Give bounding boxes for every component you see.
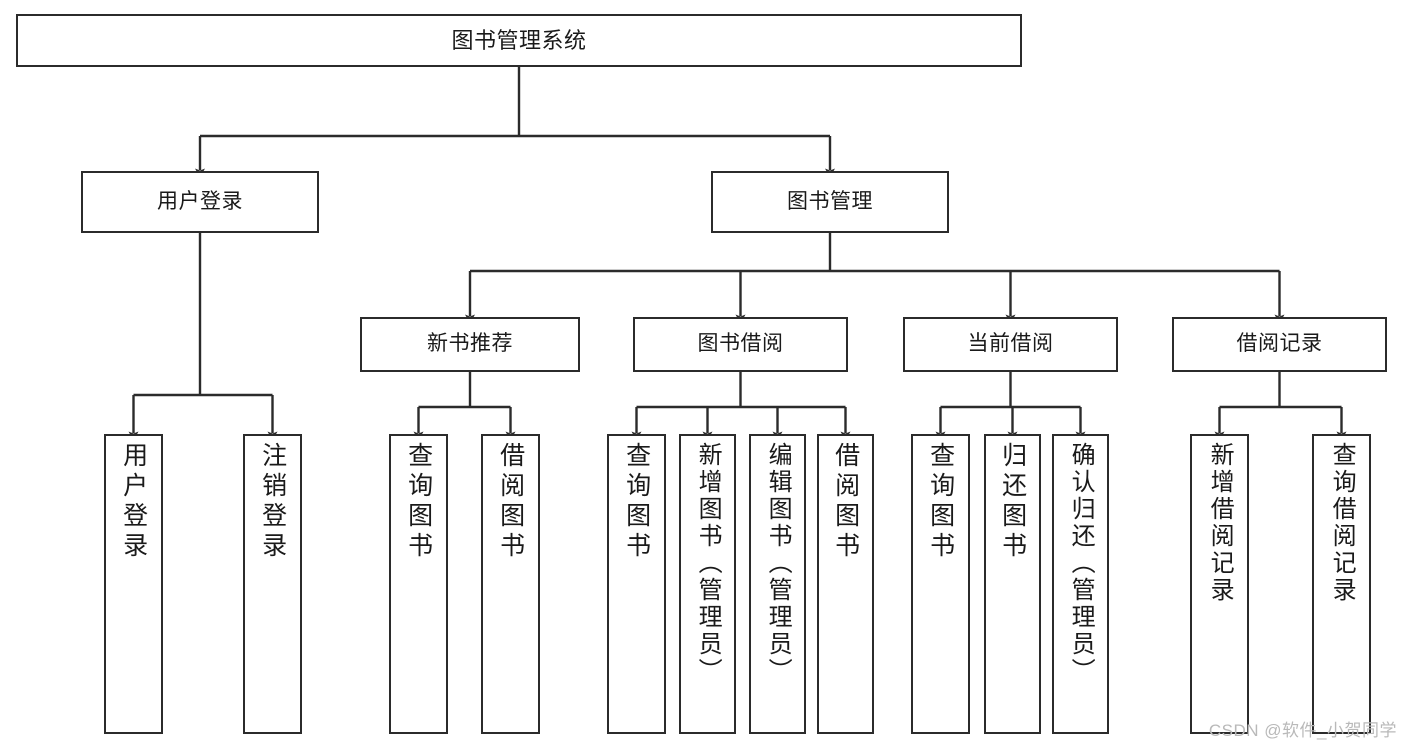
node-leaf-rec-query[interactable]: 查询图书: [389, 434, 448, 734]
node-label-leaf-brw-borrow: 借阅图书: [831, 442, 860, 562]
node-root[interactable]: 图书管理系统: [16, 14, 1022, 67]
node-label-leaf-cur-return: 归还图书: [998, 442, 1027, 562]
node-current-borrow[interactable]: 当前借阅: [903, 317, 1118, 372]
node-label-leaf-rec-query2: 查询借阅记录: [1328, 442, 1356, 604]
node-leaf-user-login[interactable]: 用户登录: [104, 434, 163, 734]
node-book-manage[interactable]: 图书管理: [711, 171, 949, 233]
watermark-text: CSDN @软件_小贺同学: [1208, 721, 1397, 740]
node-label-borrow-record: 借阅记录: [1236, 332, 1323, 356]
node-label-user-login: 用户登录: [157, 189, 243, 213]
node-leaf-brw-edit[interactable]: 编辑图书（管理员）: [749, 434, 806, 734]
node-label-leaf-cur-confirm: 确认归还（管理员）: [1067, 442, 1095, 685]
node-leaf-cur-query[interactable]: 查询图书: [911, 434, 970, 734]
node-leaf-rec-add[interactable]: 新增借阅记录: [1190, 434, 1249, 734]
node-leaf-brw-query[interactable]: 查询图书: [607, 434, 666, 734]
node-label-leaf-brw-add: 新增图书（管理员）: [694, 442, 722, 685]
node-label-leaf-rec-query: 查询图书: [404, 442, 433, 562]
node-label-current-borrow: 当前借阅: [967, 332, 1054, 356]
node-leaf-rec-borrow[interactable]: 借阅图书: [481, 434, 540, 734]
node-new-book-rec[interactable]: 新书推荐: [360, 317, 580, 372]
node-label-root: 图书管理系统: [451, 27, 587, 53]
node-label-leaf-brw-query: 查询图书: [622, 442, 651, 562]
node-user-login[interactable]: 用户登录: [81, 171, 319, 233]
node-leaf-rec-query2[interactable]: 查询借阅记录: [1312, 434, 1371, 734]
node-leaf-brw-add[interactable]: 新增图书（管理员）: [679, 434, 736, 734]
node-leaf-brw-borrow[interactable]: 借阅图书: [817, 434, 874, 734]
node-leaf-cur-return[interactable]: 归还图书: [984, 434, 1041, 734]
node-label-new-book-rec: 新书推荐: [427, 332, 513, 356]
node-leaf-logout[interactable]: 注销登录: [243, 434, 302, 734]
node-label-leaf-logout: 注销登录: [258, 442, 287, 562]
node-label-book-borrow: 图书借阅: [697, 332, 784, 356]
node-label-leaf-brw-edit: 编辑图书（管理员）: [764, 442, 792, 685]
node-label-book-manage: 图书管理: [787, 189, 873, 213]
node-borrow-record[interactable]: 借阅记录: [1172, 317, 1387, 372]
node-label-leaf-user-login: 用户登录: [119, 442, 148, 562]
node-book-borrow[interactable]: 图书借阅: [633, 317, 848, 372]
node-label-leaf-rec-add: 新增借阅记录: [1206, 442, 1234, 604]
node-label-leaf-cur-query: 查询图书: [926, 442, 955, 562]
node-leaf-cur-confirm[interactable]: 确认归还（管理员）: [1052, 434, 1109, 734]
node-label-leaf-rec-borrow: 借阅图书: [496, 442, 525, 562]
